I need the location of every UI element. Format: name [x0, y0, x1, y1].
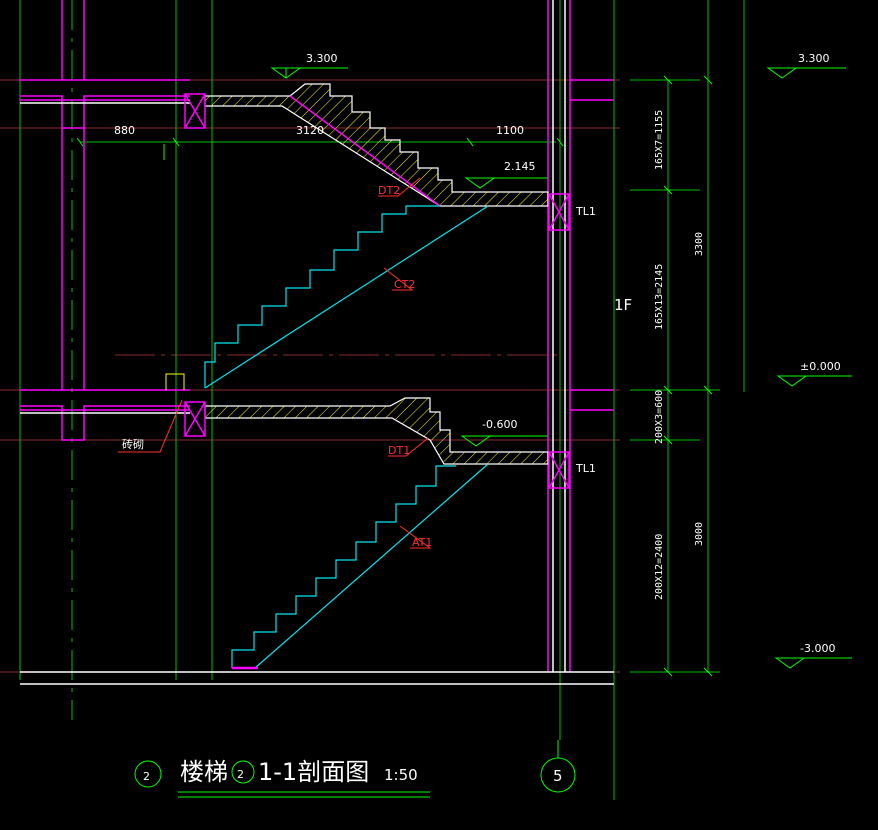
elevation-landing-lower: -0.600 [482, 418, 517, 431]
brick-wall [165, 373, 185, 390]
dim-lower-flight-top: 200X3=600 [654, 390, 665, 444]
lower-landing-slab [204, 397, 549, 465]
title-index-bubble [134, 760, 162, 788]
leader-lines [118, 177, 432, 549]
dim-lower-flight-bottom: 200X12=2400 [654, 534, 665, 600]
title-index: 2 [143, 770, 150, 783]
elevation-landing-upper: 2.145 [504, 160, 536, 173]
label-tl1-lower: TL1 [575, 462, 596, 475]
elevation-bottom: -3.000 [800, 642, 835, 655]
text-layer: 3.300 3.300 2.145 ±0.000 -0.600 -3.000 8… [114, 52, 841, 786]
label-tl1-upper: TL1 [575, 205, 596, 218]
dimension-ticks [76, 75, 713, 677]
title-stair-no: 2 [237, 768, 244, 781]
label-brick: 砖砌 [122, 437, 144, 451]
elevation-zero: ±0.000 [800, 360, 841, 373]
dim-upper-total: 3300 [694, 232, 705, 256]
dim-left-880: 880 [114, 124, 135, 137]
elevation-top-left: 3.300 [306, 52, 338, 65]
elevation-markers [270, 67, 852, 669]
dim-upper-flight-bottom: 165X13=2145 [654, 264, 665, 330]
dim-right-1100: 1100 [496, 124, 524, 137]
label-ct2: CT2 [394, 278, 415, 291]
stair-number-bubble [231, 760, 255, 784]
axis-bubbles [134, 740, 576, 793]
floor-label: 1F [614, 296, 632, 314]
structural-outlines [20, 0, 614, 685]
stair-flights [204, 205, 489, 670]
dim-lower-total: 3000 [694, 522, 705, 546]
upper-landing-slab [204, 83, 549, 207]
label-dt2: DT2 [378, 184, 400, 197]
axis-5-label: 5 [553, 767, 563, 785]
dim-middle-3120: 3120 [296, 124, 324, 137]
label-at1: AT1 [412, 536, 432, 549]
label-dt1: DT1 [388, 444, 410, 457]
title-main: 楼梯 [180, 758, 228, 786]
green-reference-lines [19, 0, 745, 800]
beam-boxes [184, 93, 570, 489]
elevation-top-right: 3.300 [798, 52, 830, 65]
title-underline [178, 791, 430, 798]
dim-upper-flight-top: 165X7=1155 [654, 110, 665, 170]
title-section: 1-1剖面图 [258, 758, 369, 786]
title-scale: 1:50 [384, 766, 418, 784]
